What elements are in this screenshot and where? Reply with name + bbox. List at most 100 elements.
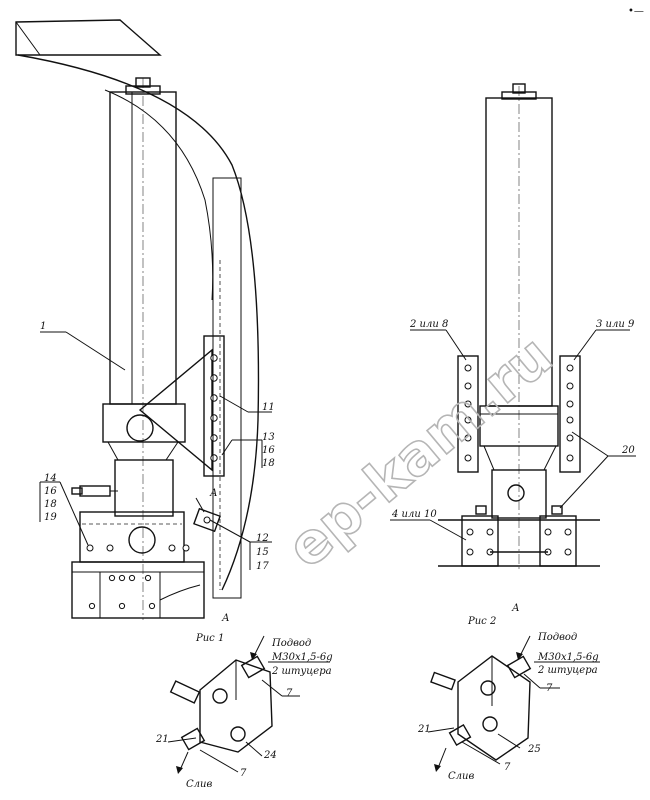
hose-fitting-left bbox=[71, 485, 118, 497]
detail-right-fittings: 2 штуцера bbox=[537, 665, 598, 676]
fig2-caption: Рис 2 bbox=[467, 616, 496, 627]
collar-front bbox=[479, 405, 559, 447]
callout-19: 19 bbox=[44, 512, 57, 523]
base-plate bbox=[99, 571, 161, 619]
fitting-left bbox=[169, 680, 201, 704]
detail-right-thread: М30х1,5-6g bbox=[537, 652, 599, 663]
drain-arrow-line-right bbox=[437, 747, 447, 769]
port-lower-right bbox=[482, 716, 498, 732]
leader-7b bbox=[199, 749, 239, 773]
port-left bbox=[212, 688, 228, 704]
callout-14: 14 bbox=[44, 473, 57, 484]
leader-25 bbox=[497, 733, 521, 749]
side-plate-right bbox=[559, 355, 581, 473]
detail-right-callout-25: 25 bbox=[527, 744, 541, 755]
cylinder-top-nut bbox=[135, 77, 151, 88]
cylinder-top-nut-front bbox=[512, 83, 526, 94]
cylinder-cap bbox=[125, 85, 161, 95]
callout-15: 15 bbox=[256, 547, 269, 558]
detail-a-right bbox=[427, 635, 600, 772]
lower-bracket-right bbox=[539, 515, 577, 567]
drain-arrow-line bbox=[179, 751, 189, 771]
fig2-front-view bbox=[390, 83, 636, 570]
fitting-left-right bbox=[430, 671, 456, 691]
supply-fitting-right bbox=[506, 655, 532, 679]
watermark-text: ep-kam.ru bbox=[275, 323, 565, 581]
leader-24 bbox=[245, 741, 263, 757]
plate-edge bbox=[15, 21, 41, 56]
detail-right-drain: Слив bbox=[448, 771, 474, 782]
supply-arrow-head-right bbox=[516, 652, 523, 660]
port-top-right bbox=[480, 680, 496, 696]
detail-left-thread: М30х1,5-6g bbox=[271, 652, 333, 663]
callout-3-or-9: 3 или 9 bbox=[596, 319, 635, 330]
detail-right-callout-7b: 7 bbox=[504, 762, 511, 773]
detail-left-supply: Подвод bbox=[271, 638, 311, 649]
detail-left-callout-24: 24 bbox=[263, 750, 277, 761]
detail-left-drain: Слив bbox=[186, 779, 212, 790]
lower-bracket-left bbox=[461, 515, 499, 567]
callout-20: 20 bbox=[621, 445, 635, 456]
lower-pivot-pin bbox=[128, 526, 156, 554]
view-mark-a: А bbox=[209, 488, 218, 499]
detail-left-callout-7a: 7 bbox=[286, 688, 293, 699]
drain-arrow-head-right bbox=[434, 764, 441, 772]
detail-right-callout-7a: 7 bbox=[546, 683, 553, 694]
cylinder-lower bbox=[114, 459, 174, 517]
detail-right-supply: Подвод bbox=[537, 632, 577, 643]
valve-20-right bbox=[551, 505, 563, 515]
fig2-view-label-a: А bbox=[511, 603, 520, 614]
valve-block-25 bbox=[457, 655, 531, 761]
callout-16b: 16 bbox=[44, 486, 57, 497]
center-nut-front bbox=[507, 484, 525, 502]
supply-arrow-line-right bbox=[519, 635, 531, 657]
leader-7a-right bbox=[523, 673, 541, 689]
callout-18b: 18 bbox=[44, 499, 57, 510]
detail-left-fittings: 2 штуцера bbox=[271, 666, 332, 677]
callout-18: 18 bbox=[262, 458, 275, 469]
callout-4-or-10: 4 или 10 bbox=[391, 509, 437, 520]
callout-12: 12 bbox=[256, 533, 269, 544]
fitting-bottom-right bbox=[448, 723, 472, 747]
cylinder-collar bbox=[102, 403, 186, 443]
fig2-leaders bbox=[390, 329, 636, 541]
fig1-caption: Рис 1 bbox=[195, 633, 224, 644]
bracket-bolts bbox=[210, 354, 218, 462]
drain-arrow-head bbox=[176, 766, 183, 774]
mounting-bracket bbox=[138, 348, 213, 472]
fig1-view-label-a: А bbox=[221, 613, 230, 624]
detail-right-callout-21: 21 bbox=[417, 724, 431, 735]
cylinder-cap-front bbox=[501, 91, 537, 100]
fitting-bottom bbox=[180, 727, 206, 751]
callout-1: 1 bbox=[40, 321, 46, 332]
callout-2-or-8: 2 или 8 bbox=[409, 319, 448, 330]
detail-a-left bbox=[167, 635, 330, 774]
cab-contour-inner bbox=[104, 89, 214, 301]
cylinder-lower-front bbox=[491, 469, 547, 519]
leader-21 bbox=[167, 737, 197, 743]
port-lower bbox=[230, 726, 246, 742]
collar-skirt-front bbox=[483, 445, 557, 471]
corner-mark: •— bbox=[628, 6, 644, 17]
lower-mount-housing bbox=[79, 511, 185, 563]
supply-arrow-line bbox=[253, 635, 265, 657]
frame-rail bbox=[212, 177, 242, 599]
detail-left-callout-21: 21 bbox=[155, 734, 169, 745]
base-bolts bbox=[88, 574, 156, 610]
callout-11: 11 bbox=[262, 402, 275, 413]
leader-21-right bbox=[427, 727, 455, 733]
fig1-side-view bbox=[15, 19, 272, 620]
valve-20-left bbox=[475, 505, 487, 515]
bracket-plate bbox=[203, 335, 225, 477]
top-bracket-plate bbox=[15, 19, 162, 56]
lower-mount-bolts bbox=[86, 544, 190, 552]
supply-arrow-head bbox=[250, 652, 257, 660]
leader-7a bbox=[261, 679, 283, 697]
fig1-leaders bbox=[39, 331, 272, 570]
callout-17: 17 bbox=[256, 561, 269, 572]
callout-16: 16 bbox=[262, 445, 275, 456]
leader-7b-right bbox=[461, 741, 501, 765]
supply-fitting-top bbox=[240, 655, 266, 679]
